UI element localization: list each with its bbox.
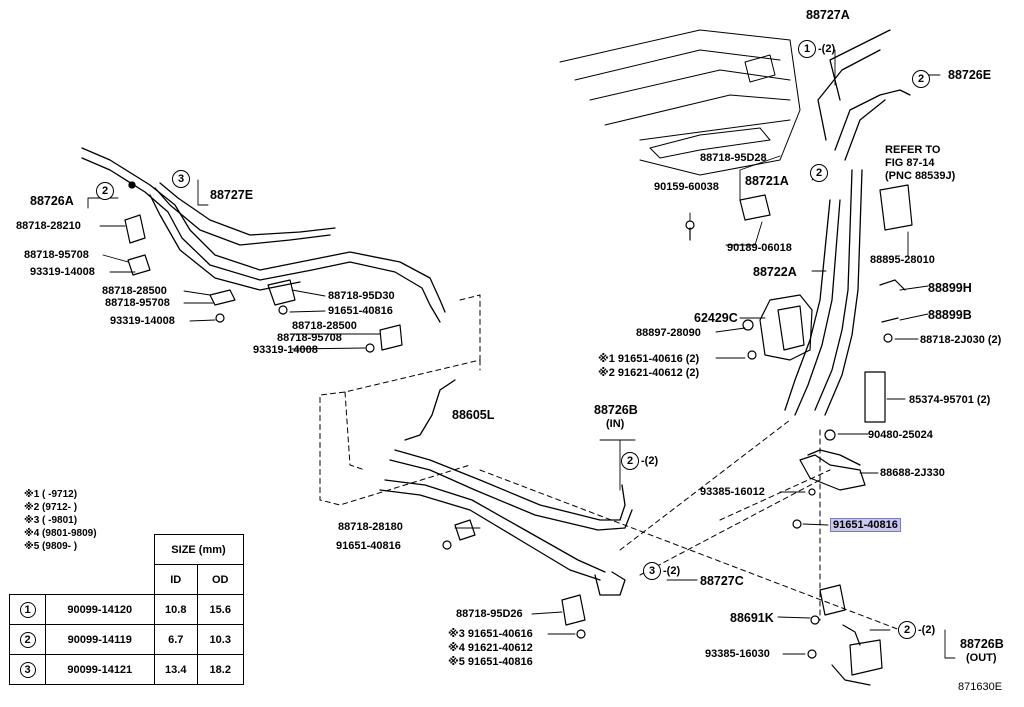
- label-88721a[interactable]: 88721A: [745, 174, 789, 188]
- label-88895-28010[interactable]: 88895-28010: [870, 254, 935, 266]
- legend-line: ※1 ( -9712): [24, 489, 78, 500]
- callout-qty: -(2): [918, 624, 936, 636]
- label-88727c[interactable]: 88727C: [700, 574, 744, 588]
- label-in: (IN): [606, 418, 625, 430]
- label-62429c[interactable]: 62429C: [694, 311, 738, 325]
- legend-line: ※3 ( -9801): [24, 515, 78, 526]
- left-clamps: [124, 214, 403, 353]
- refer-line-3: (PNC 88539J): [885, 170, 956, 182]
- label-91651-40816-c[interactable]: 91651-40816: [336, 540, 401, 552]
- inner-diameter: 13.4: [153, 654, 198, 685]
- table-row[interactable]: 3 90099-14121 13.4 18.2: [9, 654, 244, 685]
- inner-diameter: 6.7: [153, 624, 198, 655]
- label-88726e[interactable]: 88726E: [948, 68, 992, 82]
- label-88718-28210[interactable]: 88718-28210: [16, 220, 81, 232]
- row-number: 2: [19, 631, 36, 648]
- outer-diameter: 10.3: [196, 624, 244, 655]
- id-header: ID: [153, 564, 198, 595]
- label-91651-40816-highlighted[interactable]: 91651-40816: [830, 518, 901, 532]
- label-91621-40612-b[interactable]: ※4 91621-40612: [448, 642, 533, 654]
- od-header: OD: [196, 564, 244, 595]
- label-88727e[interactable]: 88727E: [210, 188, 254, 202]
- label-91651-40816-d[interactable]: ※5 91651-40816: [448, 656, 533, 668]
- right-components: [442, 184, 913, 686]
- callout-2: 2: [898, 621, 916, 639]
- vehicle-body-outline: [559, 29, 801, 176]
- refer-line-1: REFER TO: [885, 144, 941, 156]
- label-93319-14008-b[interactable]: 93319-14008: [110, 315, 175, 327]
- label-88726a[interactable]: 88726A: [30, 194, 74, 208]
- label-88722a[interactable]: 88722A: [753, 265, 797, 279]
- label-88718-95d30[interactable]: 88718-95D30: [328, 290, 395, 302]
- legend-line: ※2 (9712- ): [24, 502, 78, 513]
- refer-line-2: FIG 87-14: [885, 157, 935, 169]
- diagram-code: 871630E: [958, 681, 1003, 693]
- date-range-legend: ※1 ( -9712) ※2 (9712- ) ※3 ( -9801) ※4 (…: [24, 488, 97, 553]
- label-88718-95708-c[interactable]: 88718-95708: [277, 332, 342, 344]
- label-88718-2j030[interactable]: 88718-2J030 (2): [920, 334, 1002, 346]
- outer-diameter: 18.2: [196, 654, 244, 685]
- label-88726b-in[interactable]: 88726B: [594, 403, 638, 417]
- row-number: 1: [19, 601, 36, 618]
- callout-qty: -(2): [641, 455, 659, 467]
- label-88691k[interactable]: 88691K: [730, 611, 774, 625]
- callout-3: 3: [643, 562, 661, 580]
- table-row[interactable]: 1 90099-14120 10.8 15.6: [9, 594, 244, 625]
- label-88718-28180[interactable]: 88718-28180: [338, 521, 403, 533]
- callout-2: 2: [912, 70, 930, 88]
- label-93385-16030[interactable]: 93385-16030: [705, 648, 770, 660]
- callout-2: 2: [621, 452, 639, 470]
- legend-line: ※5 (9809- ): [24, 541, 78, 552]
- dashed-boundaries: [319, 294, 901, 631]
- size-header: SIZE (mm): [153, 534, 244, 565]
- label-91651-40616-b[interactable]: ※3 91651-40616: [448, 628, 533, 640]
- label-88718-95708-b[interactable]: 88718-95708: [105, 297, 170, 309]
- inner-diameter: 10.8: [153, 594, 198, 625]
- callout-1: 1: [798, 40, 816, 58]
- label-93319-14008-c[interactable]: 93319-14008: [253, 344, 318, 356]
- row-number: 3: [19, 661, 36, 678]
- label-85374-95701[interactable]: 85374-95701 (2): [909, 394, 991, 406]
- callout-2: 2: [810, 164, 828, 182]
- label-88718-95d28[interactable]: 88718-95D28: [700, 152, 767, 164]
- legend-line: ※4 (9801-9809): [24, 528, 97, 539]
- part-number: 90099-14119: [45, 624, 155, 655]
- label-88727a[interactable]: 88727A: [806, 8, 850, 22]
- label-88605l[interactable]: 88605L: [452, 408, 495, 422]
- label-93319-14008-a[interactable]: 93319-14008: [30, 266, 95, 278]
- label-88718-95d26[interactable]: 88718-95D26: [456, 608, 523, 620]
- label-out: (OUT): [966, 652, 997, 664]
- label-88897-28090[interactable]: 88897-28090: [636, 327, 701, 339]
- label-88718-28500-b[interactable]: 88718-28500: [292, 320, 357, 332]
- callout-qty: -(2): [663, 565, 681, 577]
- right-cooler-tubes: [784, 29, 911, 466]
- table-row[interactable]: 2 90099-14119 6.7 10.3: [9, 624, 244, 655]
- callout-2: 2: [96, 182, 114, 200]
- center-cooler-tubes: [379, 379, 633, 596]
- left-cooler-tubes: [81, 147, 446, 323]
- callout-qty: -(2): [818, 43, 836, 55]
- label-88899b[interactable]: 88899B: [928, 308, 972, 322]
- label-88718-28500-a[interactable]: 88718-28500: [102, 285, 167, 297]
- label-90480-25024[interactable]: 90480-25024: [868, 429, 933, 441]
- label-88726b-out[interactable]: 88726B: [960, 637, 1004, 651]
- outer-diameter: 15.6: [196, 594, 244, 625]
- label-90189-06018[interactable]: 90189-06018: [727, 242, 792, 254]
- label-88688-2j330[interactable]: 88688-2J330: [880, 467, 945, 479]
- part-number: 90099-14120: [45, 594, 155, 625]
- label-93385-16012[interactable]: 93385-16012: [700, 486, 765, 498]
- label-91621-40612-a[interactable]: ※2 91621-40612 (2): [598, 367, 700, 379]
- hose-size-table: SIZE (mm) ID OD 1 90099-14120 10.8 15.6 …: [9, 534, 244, 685]
- label-88899h[interactable]: 88899H: [928, 281, 972, 295]
- label-88718-95708-a[interactable]: 88718-95708: [24, 249, 89, 261]
- label-91651-40616-a[interactable]: ※1 91651-40616 (2): [598, 353, 700, 365]
- label-90159-60038[interactable]: 90159-60038: [654, 181, 719, 193]
- part-number: 90099-14121: [45, 654, 155, 685]
- label-91651-40816-a[interactable]: 91651-40816: [328, 305, 393, 317]
- callout-3: 3: [172, 170, 190, 188]
